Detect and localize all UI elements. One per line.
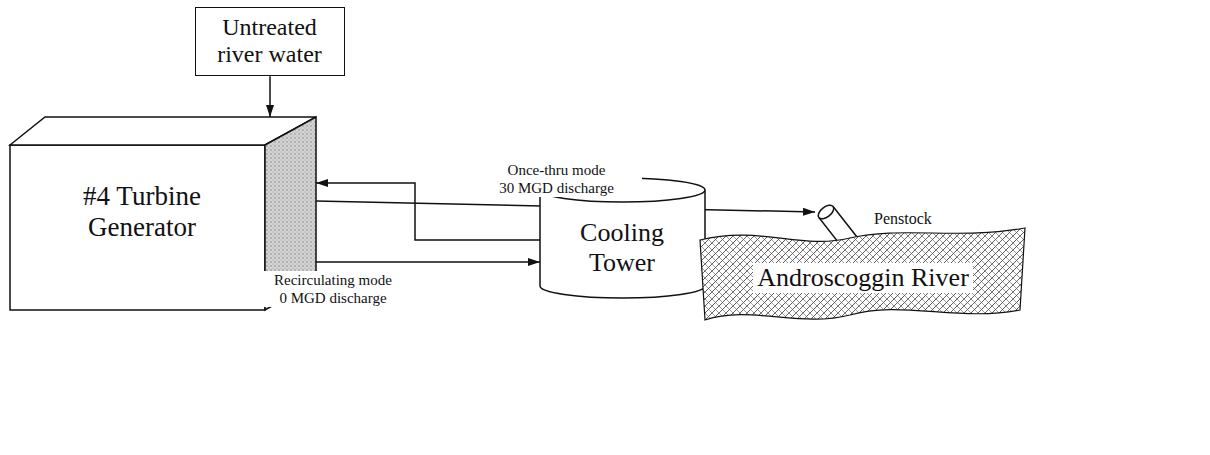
node-label: Penstock	[870, 210, 936, 228]
flow-arrow	[316, 261, 540, 263]
node-label: Cooling Tower	[557, 218, 687, 278]
flow-arrow	[269, 76, 271, 117]
tower-body	[540, 190, 705, 298]
river-outline	[700, 228, 1025, 320]
node-label: Untreated river water	[205, 14, 335, 69]
node-label: Androscoggin River	[753, 263, 973, 293]
front-face	[10, 145, 265, 310]
river-band: Androscoggin River	[698, 222, 1028, 332]
source-box: Untreated river water	[195, 7, 345, 76]
flow-label: Recirculating mode 0 MGD discharge	[258, 271, 408, 307]
top-face	[10, 117, 316, 145]
flow-label: Once-thru mode 30 MGD discharge	[472, 161, 642, 197]
node-label: #4 Turbine Generator	[42, 181, 242, 243]
